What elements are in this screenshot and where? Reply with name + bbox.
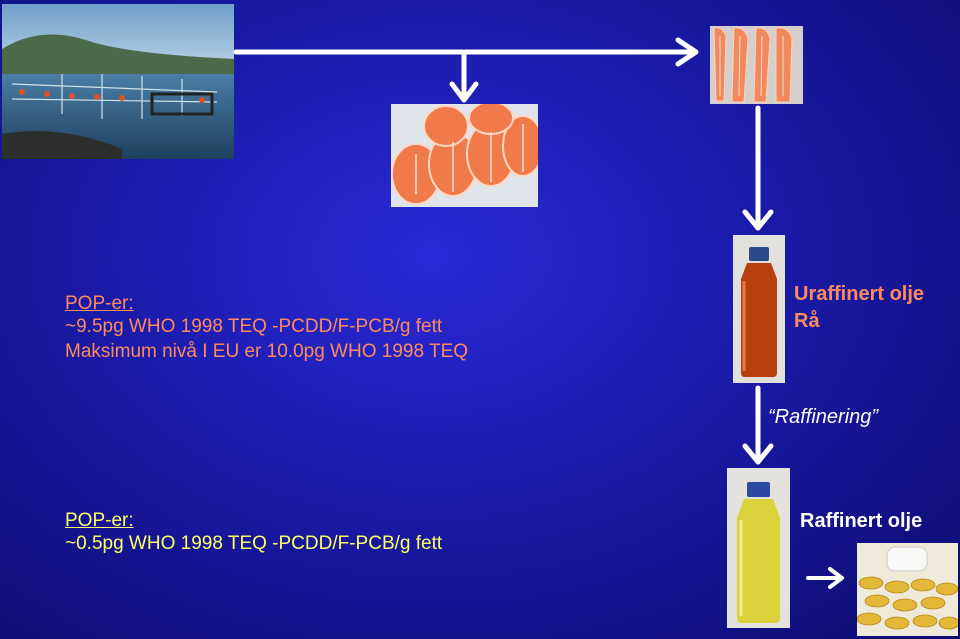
lower-pop-value: ~0.5pg WHO 1998 TEQ -PCDD/F-PCB/g fett xyxy=(65,533,443,554)
crude-oil-bottle-photo xyxy=(733,235,785,383)
crude-oil-label: Uraffinert olje xyxy=(794,283,925,305)
refining-text: Raffinering xyxy=(774,406,872,428)
lower-pop-label: POP-er: xyxy=(65,510,134,531)
salmon-steaks-photo xyxy=(391,104,538,207)
upper-pop-value: ~9.5pg WHO 1998 TEQ -PCDD/F-PCB/g fett xyxy=(65,316,443,337)
refining-label: “Raffinering” xyxy=(768,406,878,429)
fish-oil-capsules-photo xyxy=(857,543,958,636)
refining-quote-close: ” xyxy=(871,406,879,428)
fish-farm-photo xyxy=(2,4,234,159)
upper-pop-label: POP-er: xyxy=(65,293,134,314)
refined-oil-label: Raffinert olje xyxy=(800,510,923,532)
salmon-fillets-photo xyxy=(710,26,803,104)
eu-max-level: Maksimum nivå I EU er 10.0pg WHO 1998 TE… xyxy=(65,341,469,362)
crude-oil-sublabel: Rå xyxy=(794,310,820,332)
refined-oil-bottle-photo xyxy=(727,468,790,628)
refining-quote-open: “ xyxy=(768,406,775,428)
